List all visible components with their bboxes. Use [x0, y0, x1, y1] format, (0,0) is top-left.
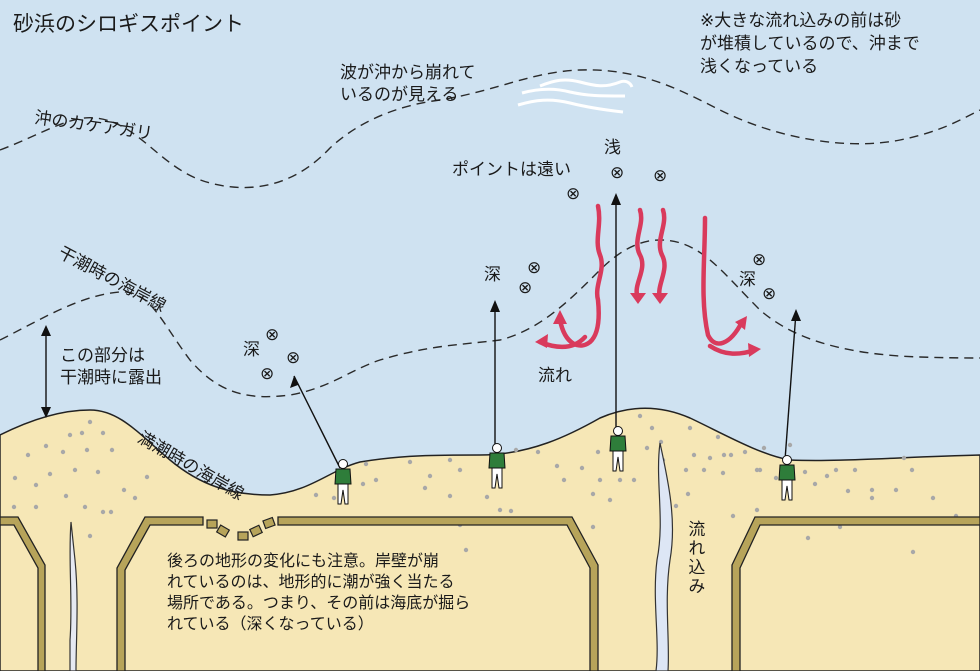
cast-arrowheads	[290, 193, 801, 388]
stream-inflow	[654, 442, 674, 671]
low-tide-shoreline-line	[0, 239, 980, 398]
inflow-label: 流れ込み	[684, 520, 705, 596]
exposure-range-arrow	[41, 325, 51, 418]
seawall-center	[277, 516, 599, 671]
point-marker-icon: ⊗	[527, 258, 542, 278]
angler-3	[609, 426, 627, 472]
terrain-note-label: 後ろの地形の変化にも注意。岸壁が崩 れているのは、地形的に潮が強く当たる 場所で…	[167, 551, 471, 634]
sand-texture	[11, 413, 959, 555]
casting-lines	[293, 198, 797, 469]
current-arrowheads	[535, 293, 761, 357]
angler-2	[488, 443, 506, 489]
point-marker-icon: ⊗	[566, 184, 581, 204]
exposed-area-label: この部分は 干潮時に露出	[60, 346, 162, 389]
point-marker-icon: ⊗	[610, 163, 625, 183]
shallow-label: 浅	[604, 138, 621, 158]
seawall-left	[0, 516, 46, 671]
breaking-waves-icon	[517, 78, 634, 114]
angler-1	[334, 459, 352, 505]
stream-left	[69, 521, 78, 671]
angler-4	[778, 455, 796, 501]
waves-breaking-label: 波が沖から崩れて いるのが見える	[340, 63, 476, 106]
point-marker-icon: ⊗	[653, 166, 668, 186]
diagram-title: 砂浜のシロギスポイント	[13, 12, 244, 36]
offshore-bar-line	[0, 69, 980, 189]
point-far-label: ポイントは遠い	[452, 160, 571, 180]
point-marker-icon: ⊗	[762, 284, 777, 304]
current-label: 流れ	[538, 366, 572, 386]
deep-label-center: 深	[484, 265, 501, 285]
point-marker-icon: ⊗	[286, 348, 301, 368]
point-marker-icon: ⊗	[518, 278, 533, 298]
seawall-middle	[116, 516, 204, 671]
sand-note-label: ※大きな流れ込みの前は砂 が堆積しているので、沖まで 浅くなっている	[700, 11, 920, 77]
point-marker-icon: ⊗	[260, 364, 275, 384]
collapsed-wall-blocks	[206, 516, 276, 541]
seawall-right	[731, 516, 980, 671]
deep-label-left: 深	[243, 340, 260, 360]
deep-label-right: 深	[739, 270, 756, 290]
point-marker-icon: ⊗	[752, 250, 767, 270]
point-marker-icon: ⊗	[265, 325, 280, 345]
